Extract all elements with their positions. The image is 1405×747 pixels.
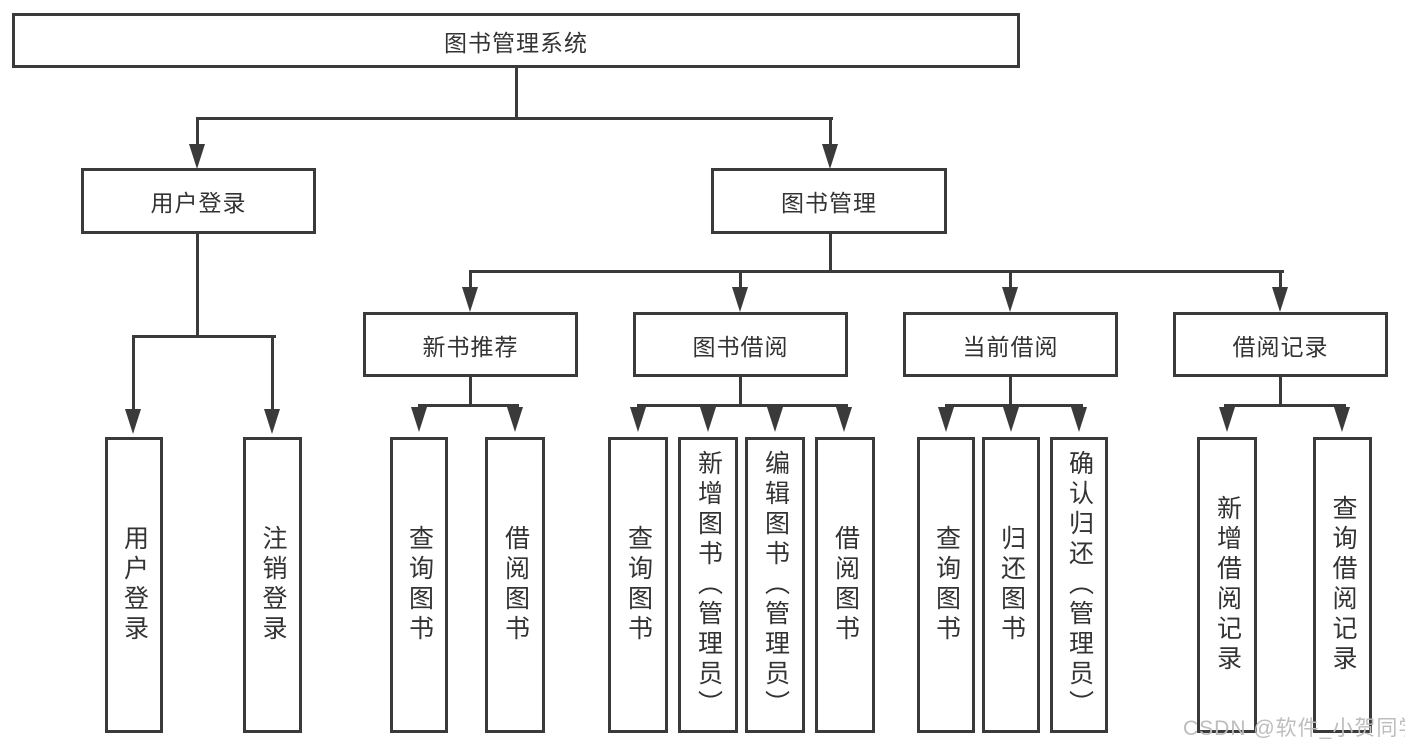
connector-line bbox=[132, 335, 276, 338]
connector-line bbox=[1009, 270, 1012, 290]
leaf-label: 查询图书 bbox=[405, 525, 434, 645]
leaf-query-books-3: 查询图书 bbox=[917, 437, 975, 733]
leaf-return-books: 归还图书 bbox=[982, 437, 1040, 733]
connector-line bbox=[271, 335, 274, 412]
connector-line bbox=[637, 404, 848, 407]
connector-line bbox=[469, 270, 1284, 273]
arrow-down-icon bbox=[767, 407, 783, 432]
leaf-label: 注销登录 bbox=[259, 525, 287, 645]
connector-line bbox=[515, 68, 518, 118]
leaf-label: 新增图书（管理员） bbox=[694, 450, 723, 720]
node-borrow-records: 借阅记录 bbox=[1173, 312, 1388, 377]
leaf-query-books-2: 查询图书 bbox=[608, 437, 668, 733]
leaf-label: 新增借阅记录 bbox=[1213, 495, 1242, 675]
leaf-edit-books-admin: 编辑图书（管理员） bbox=[745, 437, 805, 733]
csdn-watermark: CSDN @软件_小贺同学 bbox=[1183, 717, 1405, 740]
connector-line bbox=[1224, 404, 1346, 407]
leaf-label: 查询图书 bbox=[624, 525, 653, 645]
connector-line bbox=[196, 234, 199, 337]
arrow-down-icon bbox=[822, 144, 838, 169]
leaf-borrow-books-2: 借阅图书 bbox=[815, 437, 875, 733]
connector-line bbox=[1279, 377, 1282, 406]
leaf-label: 编辑图书（管理员） bbox=[761, 450, 790, 720]
arrow-down-icon bbox=[1003, 407, 1019, 432]
connector-line bbox=[196, 117, 199, 147]
leaf-label: 借阅图书 bbox=[501, 525, 530, 645]
leaf-add-books-admin: 新增图书（管理员） bbox=[678, 437, 738, 733]
connector-line bbox=[196, 117, 833, 120]
node-current-borrow: 当前借阅 bbox=[903, 312, 1118, 377]
connector-line bbox=[418, 404, 519, 407]
leaf-confirm-return-admin: 确认归还（管理员） bbox=[1050, 437, 1108, 733]
leaf-label: 查询图书 bbox=[932, 525, 961, 645]
leaf-label: 用户登录 bbox=[120, 525, 149, 645]
connector-line bbox=[1279, 270, 1282, 290]
leaf-borrow-books-1: 借阅图书 bbox=[485, 437, 545, 733]
arrow-down-icon bbox=[1334, 407, 1350, 432]
connector-line bbox=[829, 117, 832, 147]
leaf-add-borrow-record: 新增借阅记录 bbox=[1197, 437, 1257, 733]
arrow-down-icon bbox=[264, 409, 280, 434]
connector-line bbox=[945, 404, 1083, 407]
arrow-down-icon bbox=[507, 407, 523, 432]
leaf-label: 查询借阅记录 bbox=[1329, 495, 1357, 675]
connector-line bbox=[739, 377, 742, 406]
leaf-logout: 注销登录 bbox=[243, 437, 302, 733]
leaf-label: 归还图书 bbox=[997, 525, 1026, 645]
arrow-down-icon bbox=[462, 287, 478, 312]
arrow-down-icon bbox=[1071, 407, 1087, 432]
leaf-query-borrow-record: 查询借阅记录 bbox=[1313, 437, 1372, 733]
connector-line bbox=[829, 234, 832, 272]
arrow-down-icon bbox=[732, 287, 748, 312]
node-book-borrow: 图书借阅 bbox=[633, 312, 848, 377]
node-user-login: 用户登录 bbox=[81, 168, 316, 234]
connector-line bbox=[1009, 377, 1012, 406]
arrow-down-icon bbox=[836, 407, 852, 432]
leaf-user-login: 用户登录 bbox=[105, 437, 163, 733]
connector-line bbox=[739, 270, 742, 290]
arrow-down-icon bbox=[938, 407, 954, 432]
connector-line bbox=[469, 270, 472, 290]
arrow-down-icon bbox=[700, 407, 716, 432]
leaf-label: 确认归还（管理员） bbox=[1065, 450, 1094, 720]
arrow-down-icon bbox=[411, 407, 427, 432]
leaf-label: 借阅图书 bbox=[831, 525, 860, 645]
arrow-down-icon bbox=[1002, 287, 1018, 312]
arrow-down-icon bbox=[125, 409, 141, 434]
node-new-book-recommend: 新书推荐 bbox=[363, 312, 578, 377]
arrow-down-icon bbox=[189, 144, 205, 169]
node-book-management: 图书管理 bbox=[711, 168, 947, 234]
node-root-system: 图书管理系统 bbox=[12, 13, 1020, 68]
arrow-down-icon bbox=[1272, 287, 1288, 312]
arrow-down-icon bbox=[1219, 407, 1235, 432]
arrow-down-icon bbox=[630, 407, 646, 432]
leaf-query-books-1: 查询图书 bbox=[390, 437, 448, 733]
connector-line bbox=[469, 377, 472, 406]
connector-line bbox=[132, 335, 135, 412]
